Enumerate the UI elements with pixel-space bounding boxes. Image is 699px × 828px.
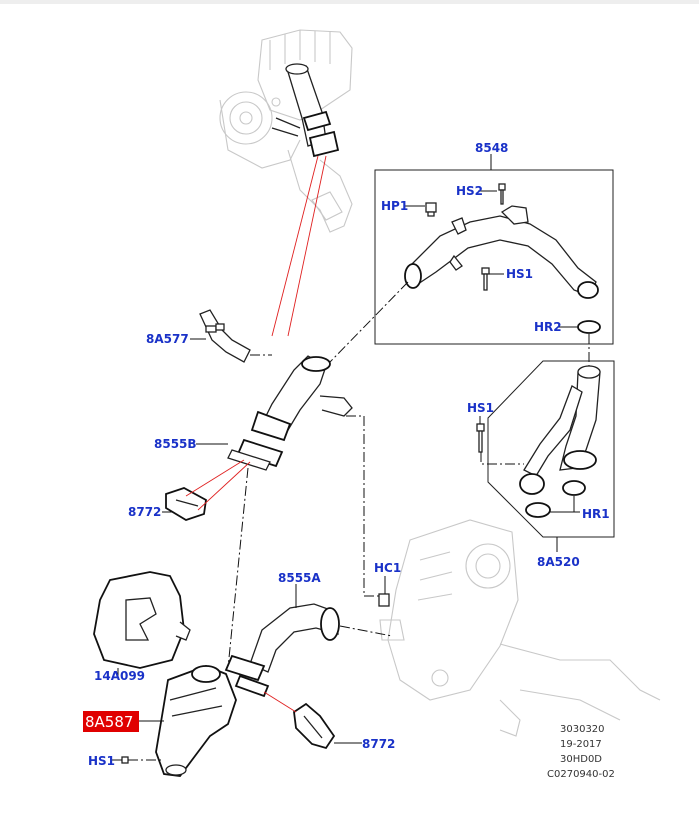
label-hp1: HP1 [381, 199, 408, 213]
part-8548-pipe [404, 205, 599, 299]
ghost-engine-top [219, 29, 353, 233]
red-leader-8772-top-2 [197, 461, 251, 511]
label-8a520: 8A520 [537, 555, 580, 569]
hr1-seals [525, 480, 586, 518]
label-hs1-mid: HS1 [467, 401, 494, 415]
dashdot-hs1-mid [480, 452, 524, 465]
highlight-8a587 [83, 711, 139, 732]
label-8555b: 8555B [154, 437, 197, 451]
label-hr2: HR2 [534, 320, 562, 334]
ref-line-4: C0270940-02 [547, 769, 615, 780]
hs1-screw-bottom [121, 756, 129, 764]
top-engine-hose [271, 63, 340, 158]
part-8a520-pipe [519, 365, 601, 495]
hp1-plug [425, 202, 437, 217]
label-hs1-top: HS1 [506, 267, 533, 281]
dashdot-8555b-8a587 [227, 467, 249, 669]
part-8555a [224, 603, 340, 698]
red-leader-top-1 [271, 155, 319, 337]
box-8a520 [487, 360, 615, 538]
leader-hr1 [550, 496, 580, 513]
box-8548 [374, 169, 614, 345]
part-8772-top [165, 487, 207, 521]
dashdot-8548-8555b [329, 281, 409, 363]
label-8772-top: 8772 [128, 505, 161, 519]
red-leader-8772-bottom [263, 691, 297, 713]
label-hs1-bottom: HS1 [88, 754, 115, 768]
label-8548: 8548 [475, 141, 508, 155]
hs1-screw-mid [476, 423, 485, 453]
ghost-engine-bottom [379, 519, 661, 737]
part-14a099 [93, 571, 191, 669]
part-8772-bottom [293, 702, 336, 750]
dashdot-8555a-engine [339, 625, 393, 637]
label-hr1: HR1 [582, 507, 610, 521]
label-8a587: 8A587 [85, 713, 133, 731]
red-leader-top-2 [287, 155, 327, 337]
part-8a577 [199, 309, 251, 363]
ref-line-2: 19-2017 [560, 739, 602, 750]
label-hs2: HS2 [456, 184, 483, 198]
label-14a099: 14A099 [94, 669, 145, 683]
ref-line-3: 30HD0D [560, 754, 602, 765]
red-leader-8772-top-1 [185, 459, 245, 497]
hs1-screw-top [481, 267, 490, 291]
page-top-strip [0, 0, 699, 4]
ref-line-1: 3030320 [560, 724, 605, 735]
label-8772-bottom: 8772 [362, 737, 395, 751]
hr2-seal [577, 320, 601, 334]
dashdot-8555b-hc1 [346, 415, 382, 597]
label-8555a: 8555A [278, 571, 321, 585]
hs2-screw [498, 183, 506, 205]
hc1-clip [378, 593, 390, 607]
label-8a577: 8A577 [146, 332, 189, 346]
part-8a587 [155, 665, 237, 777]
part-8555b [227, 355, 353, 471]
label-hc1: HC1 [374, 561, 401, 575]
